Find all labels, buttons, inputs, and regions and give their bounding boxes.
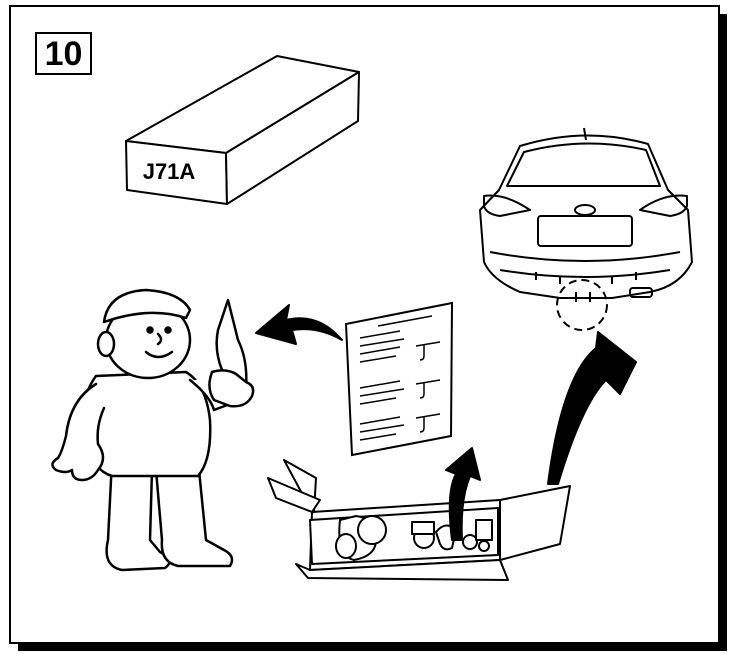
instruction-sheet-icon	[346, 303, 452, 455]
step-number: 10	[36, 33, 91, 74]
product-box-label: J71A	[132, 159, 206, 185]
